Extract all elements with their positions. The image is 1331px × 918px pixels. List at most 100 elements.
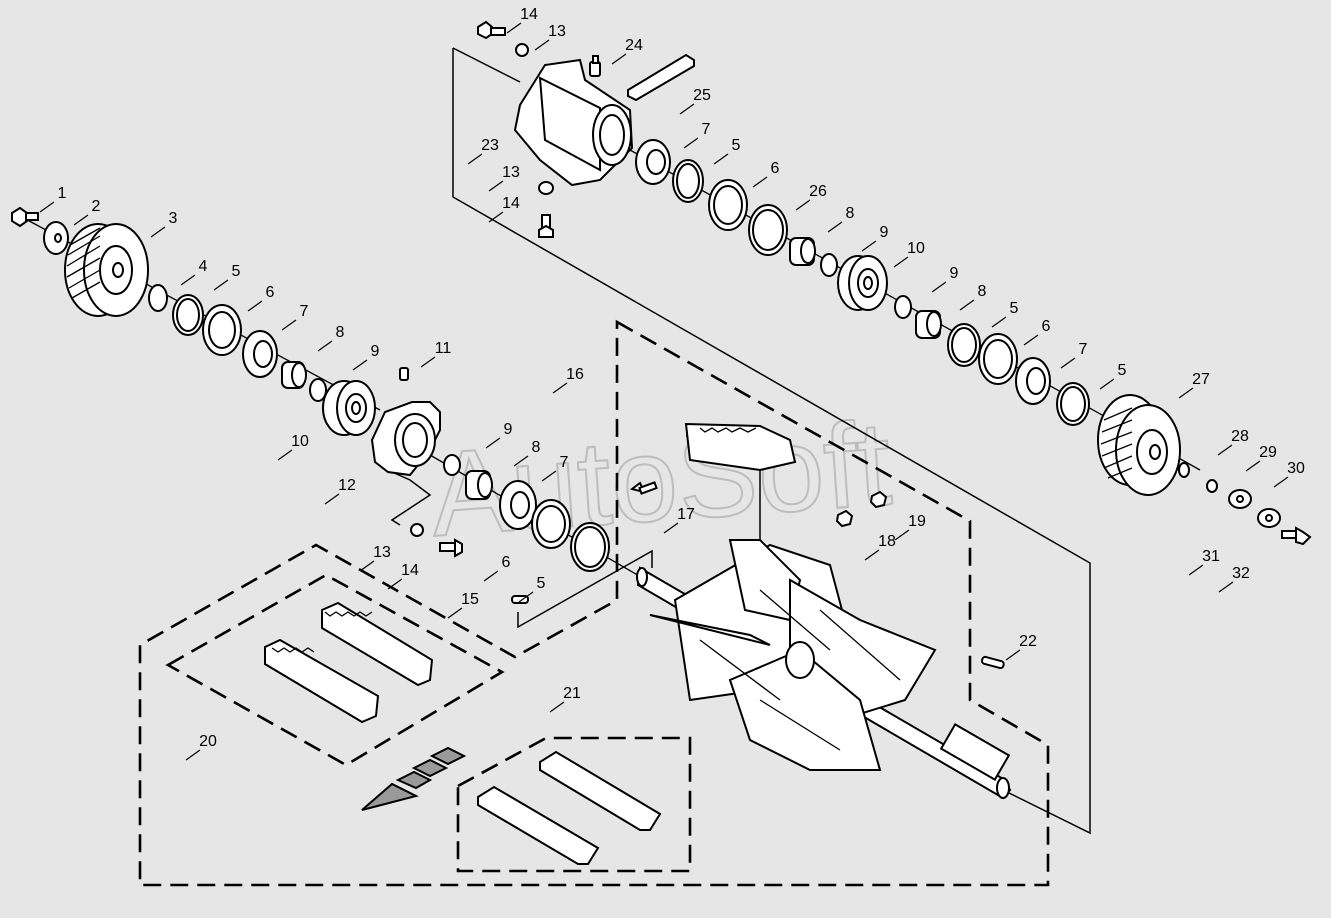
leader-line (247, 300, 263, 312)
pulley-icon (64, 223, 149, 317)
leader-line (827, 221, 843, 233)
leader-line (864, 549, 880, 561)
leader-line (281, 319, 297, 331)
bolt-icon (11, 206, 39, 228)
callout-number: 17 (677, 506, 695, 523)
leader-line (420, 356, 436, 368)
leader-line (506, 22, 522, 34)
leader-line (683, 137, 699, 149)
leader-line (795, 199, 811, 211)
leader-line (317, 340, 333, 352)
bolt-icon (477, 20, 506, 40)
rotor-assembly (629, 422, 1012, 800)
leader-line (277, 449, 293, 461)
leader-line (752, 176, 768, 188)
leader-line (991, 316, 1007, 328)
replacement-blades (264, 601, 662, 865)
leader-line (39, 201, 55, 213)
callout-number: 1 (58, 185, 67, 202)
leader-line (552, 382, 568, 394)
callout-number: 29 (1259, 444, 1277, 461)
bolt-icon (538, 214, 554, 238)
leader-line (1099, 378, 1115, 390)
callout-number: 9 (950, 265, 959, 282)
callout-number: 21 (563, 685, 581, 702)
leader-line (1178, 387, 1194, 399)
callout-number: 4 (199, 258, 208, 275)
callout-number: 10 (907, 240, 925, 257)
leader-line (541, 470, 557, 482)
upper-shaft-parts (477, 20, 1312, 546)
callout-number: 13 (548, 23, 566, 40)
left-shaft-parts (11, 206, 661, 604)
callout-number: 7 (300, 303, 309, 320)
leader-line (352, 359, 368, 371)
callout-number: 11 (435, 340, 452, 357)
leader-line (485, 437, 501, 449)
callout-number: 5 (537, 575, 546, 592)
callout-number: 15 (461, 591, 479, 608)
bolt-icon (629, 481, 658, 495)
callout-number: 14 (401, 562, 419, 579)
callout-number: 18 (878, 533, 896, 550)
leader-line (150, 226, 166, 238)
callout-number: 6 (266, 284, 275, 301)
leader-line (1217, 444, 1233, 456)
callout-number: 30 (1287, 460, 1305, 477)
callout-number: 26 (809, 183, 827, 200)
leader-line (73, 214, 89, 226)
bolt-icon (439, 538, 463, 558)
leader-line (549, 701, 565, 713)
callout-number: 20 (199, 733, 217, 750)
leader-line (1023, 334, 1039, 346)
callout-number: 14 (520, 6, 538, 23)
leader-line (467, 153, 483, 165)
callout-number: 9 (880, 224, 889, 241)
leader-line (180, 274, 196, 286)
callout-number: 31 (1202, 548, 1220, 565)
leader-line (483, 570, 499, 582)
callout-number: 25 (693, 87, 711, 104)
leader-line (959, 299, 975, 311)
dashed-groups (138, 319, 1050, 887)
leader-line (861, 240, 877, 252)
callout-number: 5 (732, 137, 741, 154)
leader-line (185, 749, 201, 761)
leader-line (893, 256, 909, 268)
callout-number: 8 (846, 205, 855, 222)
callout-number: 9 (504, 421, 513, 438)
leader-line (1188, 564, 1204, 576)
callout-number: 6 (1042, 318, 1051, 335)
leader-line (518, 591, 534, 603)
leader-line (1060, 357, 1076, 369)
callout-number: 12 (338, 477, 356, 494)
leader-line (679, 103, 695, 115)
leader-line (931, 281, 947, 293)
leader-line (447, 607, 463, 619)
leader-line (1005, 649, 1021, 661)
leader-line (1218, 581, 1234, 593)
callout-number: 6 (502, 554, 511, 571)
callout-number: 8 (978, 283, 987, 300)
leader-line (324, 493, 340, 505)
fitting-icon (589, 55, 601, 77)
callout-number: 14 (502, 195, 520, 212)
leader-line (513, 455, 529, 467)
flange-housing-icon (370, 401, 441, 477)
washer-icon (43, 221, 69, 255)
bolt-icon (1281, 526, 1312, 546)
callout-number: 10 (291, 433, 309, 450)
leader-line (1273, 476, 1289, 488)
callout-number: 24 (625, 37, 643, 54)
callout-number: 5 (232, 263, 241, 280)
callout-number: 7 (1079, 341, 1088, 358)
callout-number: 22 (1019, 633, 1037, 650)
callout-number: 9 (371, 343, 380, 360)
callout-number: 8 (336, 324, 345, 341)
callout-number: 7 (560, 454, 569, 471)
leader-line (534, 39, 550, 51)
callout-number: 28 (1231, 428, 1249, 445)
callout-number: 6 (771, 160, 780, 177)
